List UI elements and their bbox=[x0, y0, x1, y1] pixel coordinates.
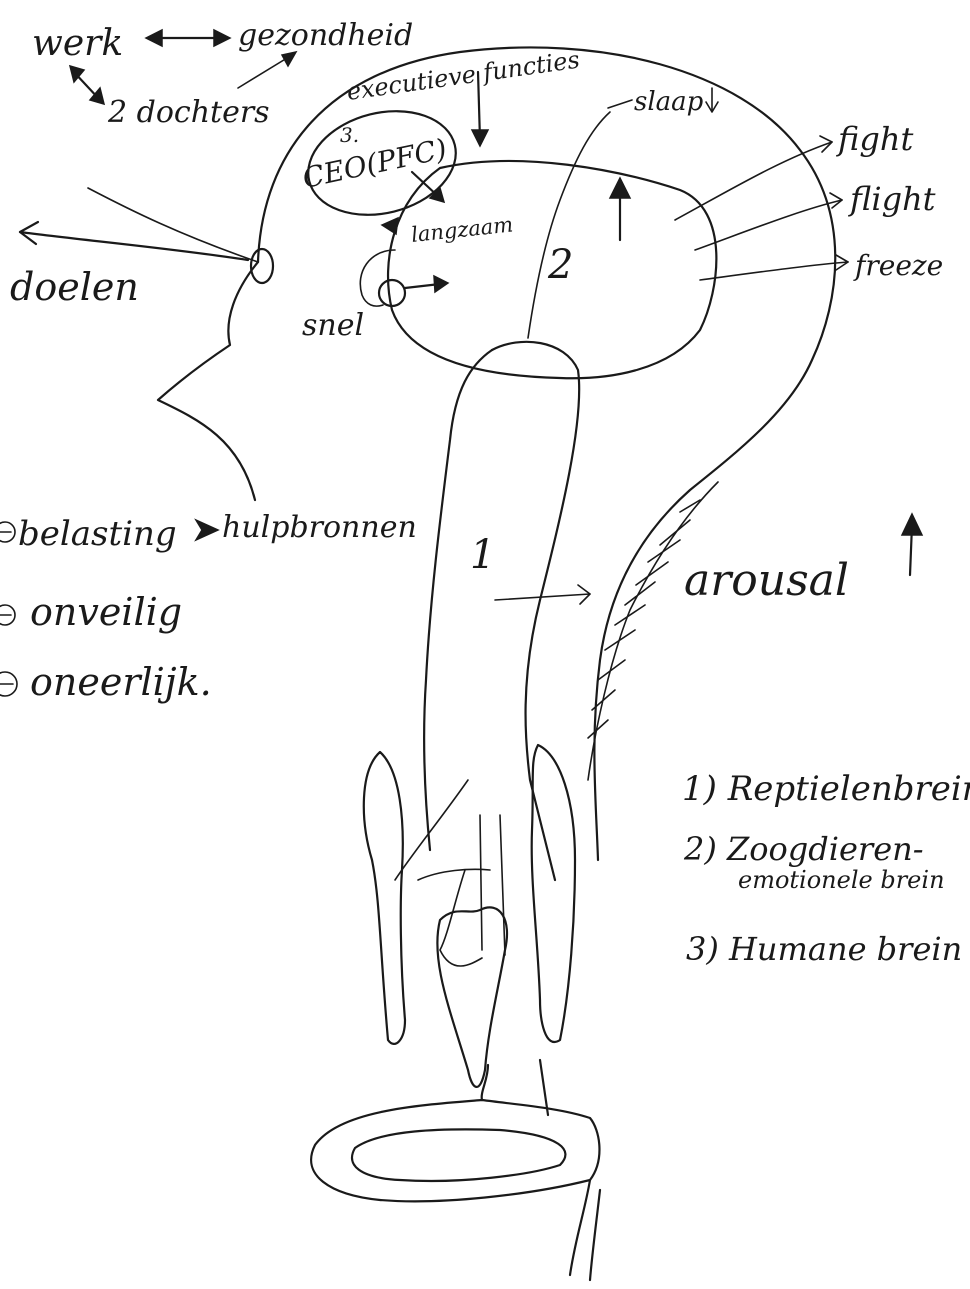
arrow-flight bbox=[695, 200, 842, 250]
face-profile bbox=[158, 262, 258, 500]
arrow-stem-arousal bbox=[495, 594, 590, 600]
label-oneerlijk: oneerlijk. bbox=[30, 660, 212, 704]
arrow-greater bbox=[196, 520, 218, 540]
label-snel: snel bbox=[302, 308, 364, 343]
label-executieve: executieve functies bbox=[345, 46, 581, 106]
minus-markers bbox=[0, 522, 17, 696]
legend-item-1: 1) Reptielenbrein bbox=[682, 769, 970, 809]
brain-stem bbox=[492, 342, 579, 880]
legend-item-2b: emotionele brein bbox=[738, 866, 945, 894]
legend-item-3: 3) Humane brein bbox=[686, 930, 962, 968]
stomach-tail bbox=[570, 1180, 600, 1280]
label-slaap: slaap bbox=[634, 87, 704, 117]
label-werk: werk bbox=[32, 23, 123, 64]
label-doelen: doelen bbox=[10, 265, 139, 309]
legend-item-2a: 2) Zoogdieren- bbox=[683, 830, 924, 868]
spine-hatches bbox=[588, 500, 700, 738]
snel-circle bbox=[379, 280, 405, 306]
spine-hatch-line bbox=[588, 482, 718, 780]
tongue bbox=[437, 907, 507, 1087]
arrow-slaap bbox=[608, 100, 632, 108]
arrow-fight bbox=[675, 142, 832, 220]
arrow-freeze bbox=[700, 262, 848, 280]
label-dochters: 2 dochters bbox=[107, 95, 270, 130]
right-lobe bbox=[532, 745, 575, 1042]
label-hulpbronnen: hulpbronnen bbox=[222, 510, 417, 545]
throat-center bbox=[440, 815, 505, 966]
brain-stem-left bbox=[424, 350, 492, 850]
left-lobe bbox=[364, 752, 405, 1044]
label-freeze: freeze bbox=[853, 249, 943, 282]
label-one: 1 bbox=[470, 532, 495, 578]
label-gezondheid: gezondheid bbox=[238, 18, 413, 53]
label-flight: flight bbox=[848, 180, 936, 218]
label-onveilig: onveilig bbox=[30, 590, 182, 634]
stomach-inner bbox=[352, 1129, 565, 1181]
label-ceo-number: 3. bbox=[340, 123, 359, 147]
label-fight: fight bbox=[836, 120, 913, 158]
throat-left bbox=[395, 780, 490, 880]
slaap-stroke bbox=[528, 112, 610, 338]
label-arousal: arousal bbox=[684, 555, 849, 606]
label-belasting: belasting bbox=[18, 514, 177, 554]
labels: werk gezondheid 2 dochters executieve fu… bbox=[10, 18, 943, 704]
label-langzaam: langzaam bbox=[410, 212, 514, 247]
label-two: 2 bbox=[547, 242, 573, 288]
legend: 1) Reptielenbrein 2) Zoogdieren- emotion… bbox=[682, 769, 970, 968]
